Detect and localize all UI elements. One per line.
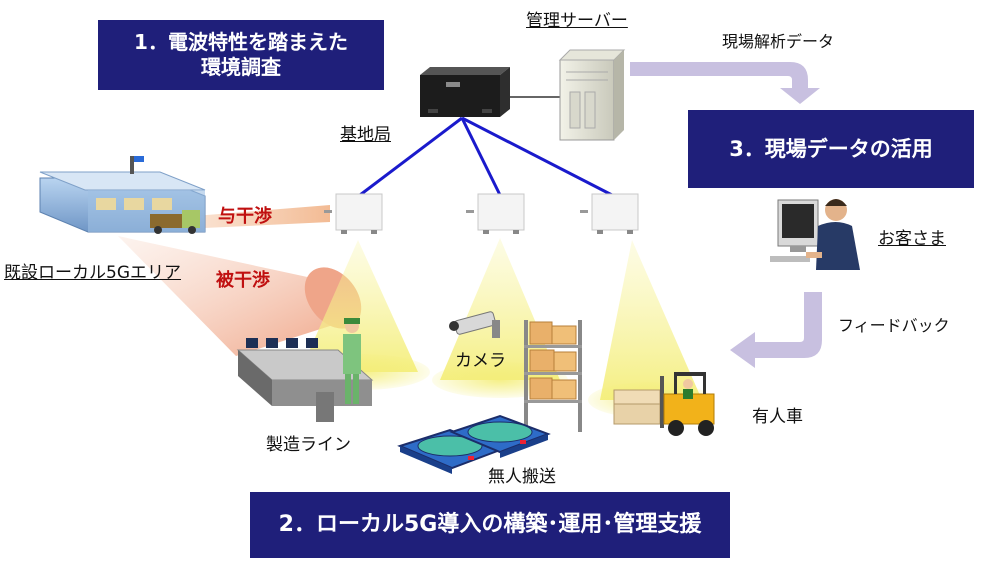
interference-receive-label: 被干渉: [216, 270, 270, 291]
build-operation-support-box: 2．ローカル5G導入の構築･運用･管理支援: [250, 492, 730, 558]
customer-icon: [770, 199, 860, 270]
feedback-label: フィードバック: [838, 316, 950, 335]
camera-label: カメラ: [455, 351, 506, 371]
agv-icon: [397, 414, 551, 474]
feedback-arrow: [730, 292, 822, 368]
management-server-label: 管理サーバー: [526, 11, 628, 31]
interference-give-label: 与干渉: [218, 206, 272, 227]
site-analysis-arrow: [630, 62, 820, 104]
forklift-icon: [613, 372, 715, 436]
storage-shelf-icon: [524, 320, 582, 432]
production-line-icon: [236, 318, 374, 422]
antenna-2: [466, 193, 525, 234]
camera-icon: [449, 311, 500, 338]
existing-5g-area-label: 既設ローカル5Gエリア: [4, 263, 181, 283]
agv-label: 無人搬送: [488, 467, 556, 487]
antenna-1: [324, 193, 383, 234]
manned-vehicle-label: 有人車: [752, 407, 803, 427]
site-data-use-box: 3．現場データの活用: [688, 110, 974, 188]
management-server-icon: [558, 49, 626, 141]
factory-building-icon: [39, 156, 206, 234]
site-analysis-data-label: 現場解析データ: [722, 32, 835, 51]
base-station-icon: [420, 67, 510, 117]
antenna-3: [580, 193, 639, 234]
base-station-links: [359, 116, 613, 197]
environment-survey-box: 1．電波特性を踏まえた 環境調査: [98, 20, 384, 90]
customer-label: お客さま: [878, 229, 946, 249]
production-line-label: 製造ライン: [266, 435, 351, 455]
base-station-label: 基地局: [340, 125, 391, 145]
